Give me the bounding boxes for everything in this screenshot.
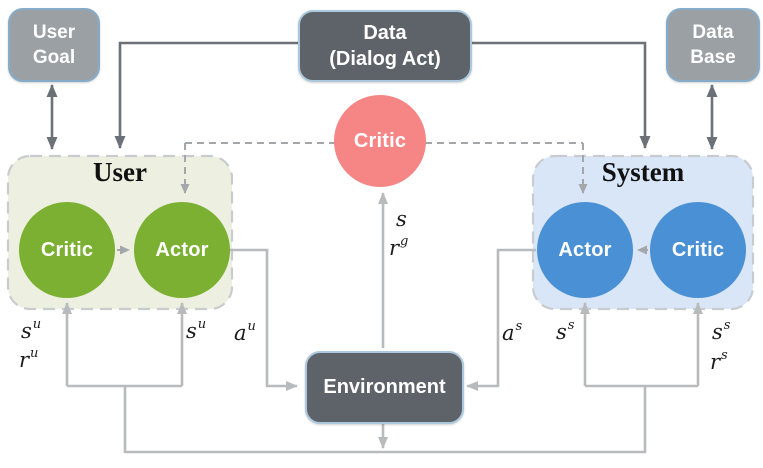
user-goal-line2: Goal <box>32 47 76 68</box>
arrow-system-action-to-environment <box>466 248 536 391</box>
arrow-data-to-system <box>467 41 651 149</box>
user-goal-box: User Goal <box>8 8 100 82</box>
label-reward-user: ru <box>19 346 39 372</box>
label-state-global: s <box>396 207 407 231</box>
user-actor-circle: Actor <box>134 202 230 298</box>
data-base-line2: Base <box>690 47 736 68</box>
label-action-system: as <box>502 319 523 345</box>
system-actor-label: Actor <box>558 238 612 261</box>
system-critic-circle: Critic <box>650 202 746 298</box>
label-state-user-left: su <box>21 317 42 343</box>
global-critic-circle: Critic <box>334 95 426 187</box>
label-state-system-left: ss <box>556 318 575 344</box>
label-state-user-right: su <box>186 317 207 343</box>
data-dialog-act-line1: Data <box>363 21 407 44</box>
global-critic-label: Critic <box>353 129 407 152</box>
label-reward-global: rg <box>389 234 409 260</box>
arrow-user-action-to-environment <box>230 248 298 391</box>
user-goal-line1: User <box>32 21 76 43</box>
user-panel-dashed-border <box>6 154 234 311</box>
user-critic-circle: Critic <box>19 202 115 298</box>
data-base-line1: Data <box>692 21 734 43</box>
data-dialog-act-line2: (Dialog Act) <box>329 48 441 70</box>
arrow-data-to-user <box>114 41 298 149</box>
user-actor-label: Actor <box>155 238 209 261</box>
data-base-box: Data Base <box>666 8 760 82</box>
system-critic-label: Critic <box>671 238 725 261</box>
user-critic-label: Critic <box>40 238 94 261</box>
environment-box: Environment <box>305 351 464 424</box>
label-reward-system: rs <box>710 348 728 374</box>
system-panel-dashed-border <box>531 154 755 311</box>
system-actor-circle: Actor <box>537 202 633 298</box>
system-panel-title: System <box>601 157 685 187</box>
environment-label: Environment <box>323 376 446 399</box>
label-state-system-right: ss <box>712 318 731 344</box>
data-dialog-act-box: Data (Dialog Act) <box>298 10 472 82</box>
label-action-user: au <box>234 319 256 345</box>
user-panel-title: User <box>93 157 147 187</box>
